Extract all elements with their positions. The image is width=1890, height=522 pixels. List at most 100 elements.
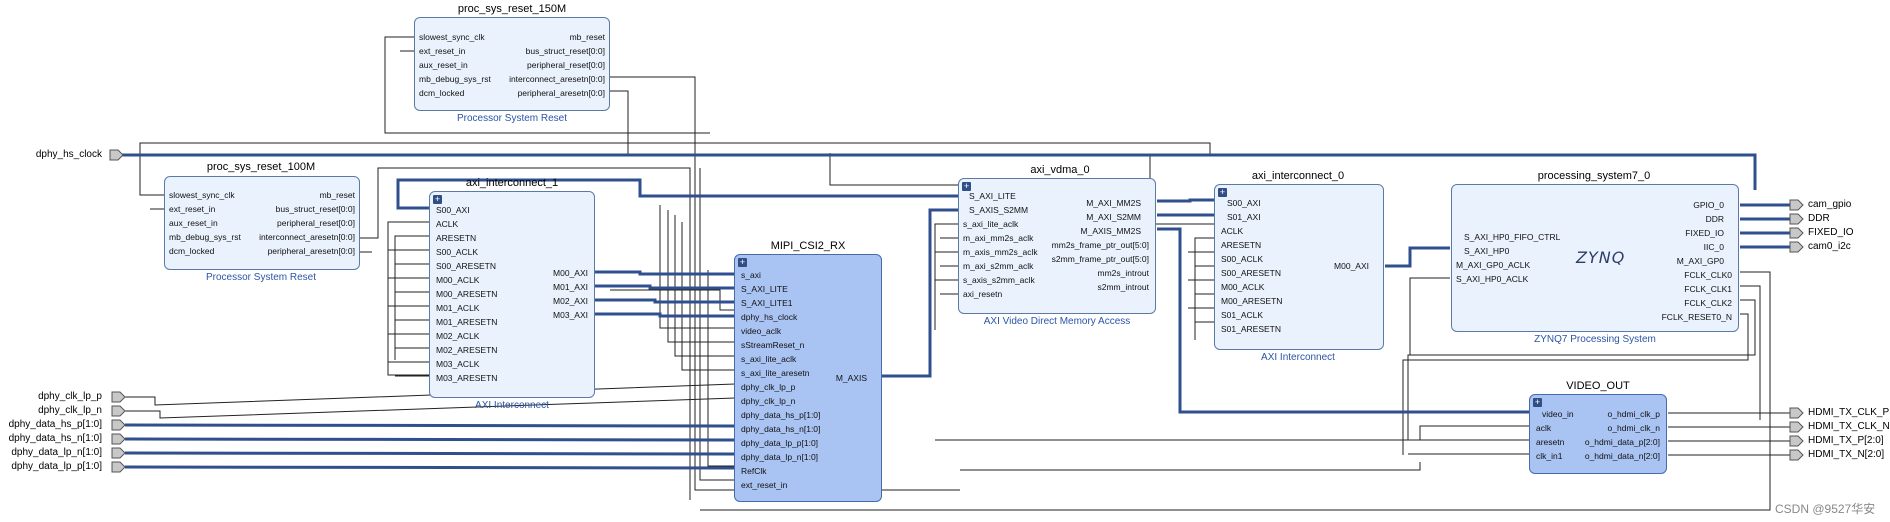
- pin-label: o_hdmi_clk_p: [1607, 409, 1660, 419]
- port-ddr[interactable]: DDR: [1808, 213, 1830, 224]
- port-dphy-clk-lp-p[interactable]: dphy_clk_lp_p: [38, 391, 102, 402]
- pin-label: S00_ACLK: [1221, 254, 1264, 264]
- pin-label: S01_ACLK: [1221, 310, 1264, 320]
- pin-label: ARESETN: [1221, 240, 1262, 250]
- pin-label: o_hdmi_clk_n: [1607, 423, 1660, 433]
- pin-label: dphy_clk_lp_p: [741, 382, 796, 392]
- block-video-out[interactable]: + video_in aclk aresetn clk_in1 o_hdmi_c…: [1529, 394, 1667, 474]
- pin-label: M03_ARESETN: [436, 373, 498, 383]
- pin-label: M_AXI_GP0_ACLK: [1456, 260, 1531, 270]
- pin-label: ACLK: [1221, 226, 1244, 236]
- pin-label: interconnect_aresetn[0:0]: [259, 232, 355, 242]
- pin-label: axi_resetn: [963, 289, 1003, 299]
- pin-label: s_axi_lite_aresetn: [741, 368, 810, 378]
- pin-label: o_hdmi_data_n[2:0]: [1584, 451, 1660, 461]
- pin-label: aux_reset_in: [419, 60, 468, 70]
- pin-label: peripheral_aresetn[0:0]: [267, 246, 355, 256]
- pin-label: dphy_data_lp_p[1:0]: [741, 438, 819, 448]
- block-title-mipi-csi2-rx: MIPI_CSI2_RX: [770, 240, 846, 252]
- port-hdmi-tx-clk-p[interactable]: HDMI_TX_CLK_P: [1808, 407, 1890, 418]
- pin-label: S01_AXI: [1227, 212, 1261, 222]
- pin-label: aresetn: [1536, 437, 1565, 447]
- port-hdmi-tx-p[interactable]: HDMI_TX_P[2:0]: [1808, 435, 1884, 446]
- pin-label: S_AXIS_S2MM: [969, 205, 1029, 215]
- pin-label: o_hdmi_data_p[2:0]: [1584, 437, 1660, 447]
- block-mipi-csi2-rx[interactable]: + s_axi S_AXI_LITE S_AXI_LITE1 dphy_hs_c…: [734, 254, 882, 502]
- pin-label: M01_ARESETN: [436, 317, 498, 327]
- pin-label: S_AXI_HP0: [1464, 246, 1510, 256]
- block-proc-sys-reset-100m[interactable]: slowest_sync_clk ext_reset_in aux_reset_…: [164, 176, 360, 270]
- zynq-logo: ZYNQ: [1576, 248, 1626, 267]
- block-title-video-out: VIDEO_OUT: [1566, 380, 1630, 392]
- pin-label: mb_reset: [569, 32, 605, 42]
- pin-label: S_AXI_HP0_FIFO_CTRL: [1464, 232, 1561, 242]
- pin-label: M02_AXI: [553, 296, 588, 306]
- expand-icon[interactable]: +: [433, 194, 442, 204]
- port-dphy-clk-lp-n[interactable]: dphy_clk_lp_n: [38, 405, 102, 416]
- pin-label: mb_debug_sys_rst: [419, 74, 491, 84]
- block-subtitle-axi-vdma-0: AXI Video Direct Memory Access: [983, 316, 1131, 327]
- port-dphy-hs-clock[interactable]: dphy_hs_clock: [35, 149, 102, 160]
- pin-label: S_AXI_LITE: [969, 191, 1016, 201]
- pin-label: bus_struct_reset[0:0]: [525, 46, 605, 56]
- port-dphy-data-hs-p[interactable]: dphy_data_hs_p[1:0]: [8, 419, 102, 430]
- block-subtitle-axi-interconnect-1: AXI Interconnect: [475, 400, 549, 411]
- pin-label: mb_debug_sys_rst: [169, 232, 241, 242]
- block-title-proc-sys-reset-150m: proc_sys_reset_150M: [457, 3, 567, 15]
- pin-label: interconnect_aresetn[0:0]: [509, 74, 605, 84]
- port-cam-gpio[interactable]: cam_gpio: [1808, 199, 1852, 210]
- block-axi-interconnect-0[interactable]: + S00_AXI S01_AXI ACLK ARESETN S00_ACLK …: [1214, 184, 1384, 350]
- pin-label: M00_ARESETN: [436, 289, 498, 299]
- block-subtitle-proc-sys-reset-150m: Processor System Reset: [456, 113, 568, 124]
- pin-label: s2mm_introut: [1097, 282, 1150, 292]
- block-subtitle-axi-interconnect-0: AXI Interconnect: [1261, 352, 1335, 363]
- pin-label: S00_AXI: [436, 205, 470, 215]
- pin-label: S01_ARESETN: [1221, 324, 1281, 334]
- pin-label: m_axi_mm2s_aclk: [963, 233, 1034, 243]
- port-fixed-io[interactable]: FIXED_IO: [1808, 227, 1854, 238]
- pin-label: video_aclk: [741, 326, 782, 336]
- pin-label: ext_reset_in: [419, 46, 466, 56]
- pin-label: S_AXI_LITE1: [741, 298, 793, 308]
- pin-label: S00_ACLK: [436, 247, 479, 257]
- watermark: CSDN @9527华安: [1775, 502, 1876, 516]
- block-axi-vdma-0[interactable]: + S_AXI_LITE S_AXIS_S2MM s_axi_lite_aclk…: [958, 178, 1156, 314]
- pin-label: dcm_locked: [419, 88, 465, 98]
- block-proc-sys-reset-150m[interactable]: slowest_sync_clk ext_reset_in aux_reset_…: [414, 17, 610, 111]
- pin-label: S_AXI_LITE: [741, 284, 788, 294]
- pin-label: sStreamReset_n: [741, 340, 805, 350]
- expand-icon[interactable]: +: [1533, 397, 1542, 407]
- pin-label: M00_ACLK: [436, 275, 480, 285]
- pin-label: M00_ACLK: [1221, 282, 1265, 292]
- pin-label: aux_reset_in: [169, 218, 218, 228]
- pin-label: DDR: [1705, 214, 1724, 224]
- expand-icon[interactable]: +: [1218, 187, 1227, 197]
- pin-label: peripheral_reset[0:0]: [527, 60, 605, 70]
- pin-label: s2mm_frame_ptr_out[5:0]: [1051, 254, 1149, 264]
- pin-label: video_in: [1542, 409, 1574, 419]
- block-axi-interconnect-1[interactable]: + S00_AXI ACLK ARESETN S00_ACLK S00_ARES…: [429, 191, 595, 398]
- pin-label: s_axi_lite_aclk: [963, 219, 1019, 229]
- pin-label: M01_AXI: [553, 282, 588, 292]
- pin-label: IIC_0: [1703, 242, 1724, 252]
- pin-label: M03_ACLK: [436, 359, 480, 369]
- pin-label: s_axi_lite_aclk: [741, 354, 797, 364]
- block-processing-system7-0[interactable]: S_AXI_HP0_FIFO_CTRL S_AXI_HP0 M_AXI_GP0_…: [1451, 184, 1739, 332]
- pin-label: FCLK_CLK0: [1684, 270, 1732, 280]
- port-dphy-data-lp-n[interactable]: dphy_data_lp_n[1:0]: [11, 447, 102, 458]
- pin-label: ext_reset_in: [169, 204, 216, 214]
- port-dphy-data-hs-n[interactable]: dphy_data_hs_n[1:0]: [8, 433, 102, 444]
- expand-icon[interactable]: +: [738, 257, 747, 267]
- port-dphy-data-lp-p[interactable]: dphy_data_lp_p[1:0]: [11, 461, 102, 472]
- port-hdmi-tx-n[interactable]: HDMI_TX_N[2:0]: [1808, 449, 1885, 460]
- pin-label: S00_AXI: [1227, 198, 1261, 208]
- port-hdmi-tx-clk-n[interactable]: HDMI_TX_CLK_N: [1808, 421, 1890, 432]
- pin-label: FIXED_IO: [1685, 228, 1724, 238]
- port-cam0-i2c[interactable]: cam0_i2c: [1808, 241, 1851, 252]
- pin-label: M_AXIS: [835, 373, 867, 383]
- expand-icon[interactable]: +: [962, 181, 971, 191]
- pin-label: dphy_data_hs_n[1:0]: [741, 424, 821, 434]
- pin-label: S_AXI_HP0_ACLK: [1456, 274, 1529, 284]
